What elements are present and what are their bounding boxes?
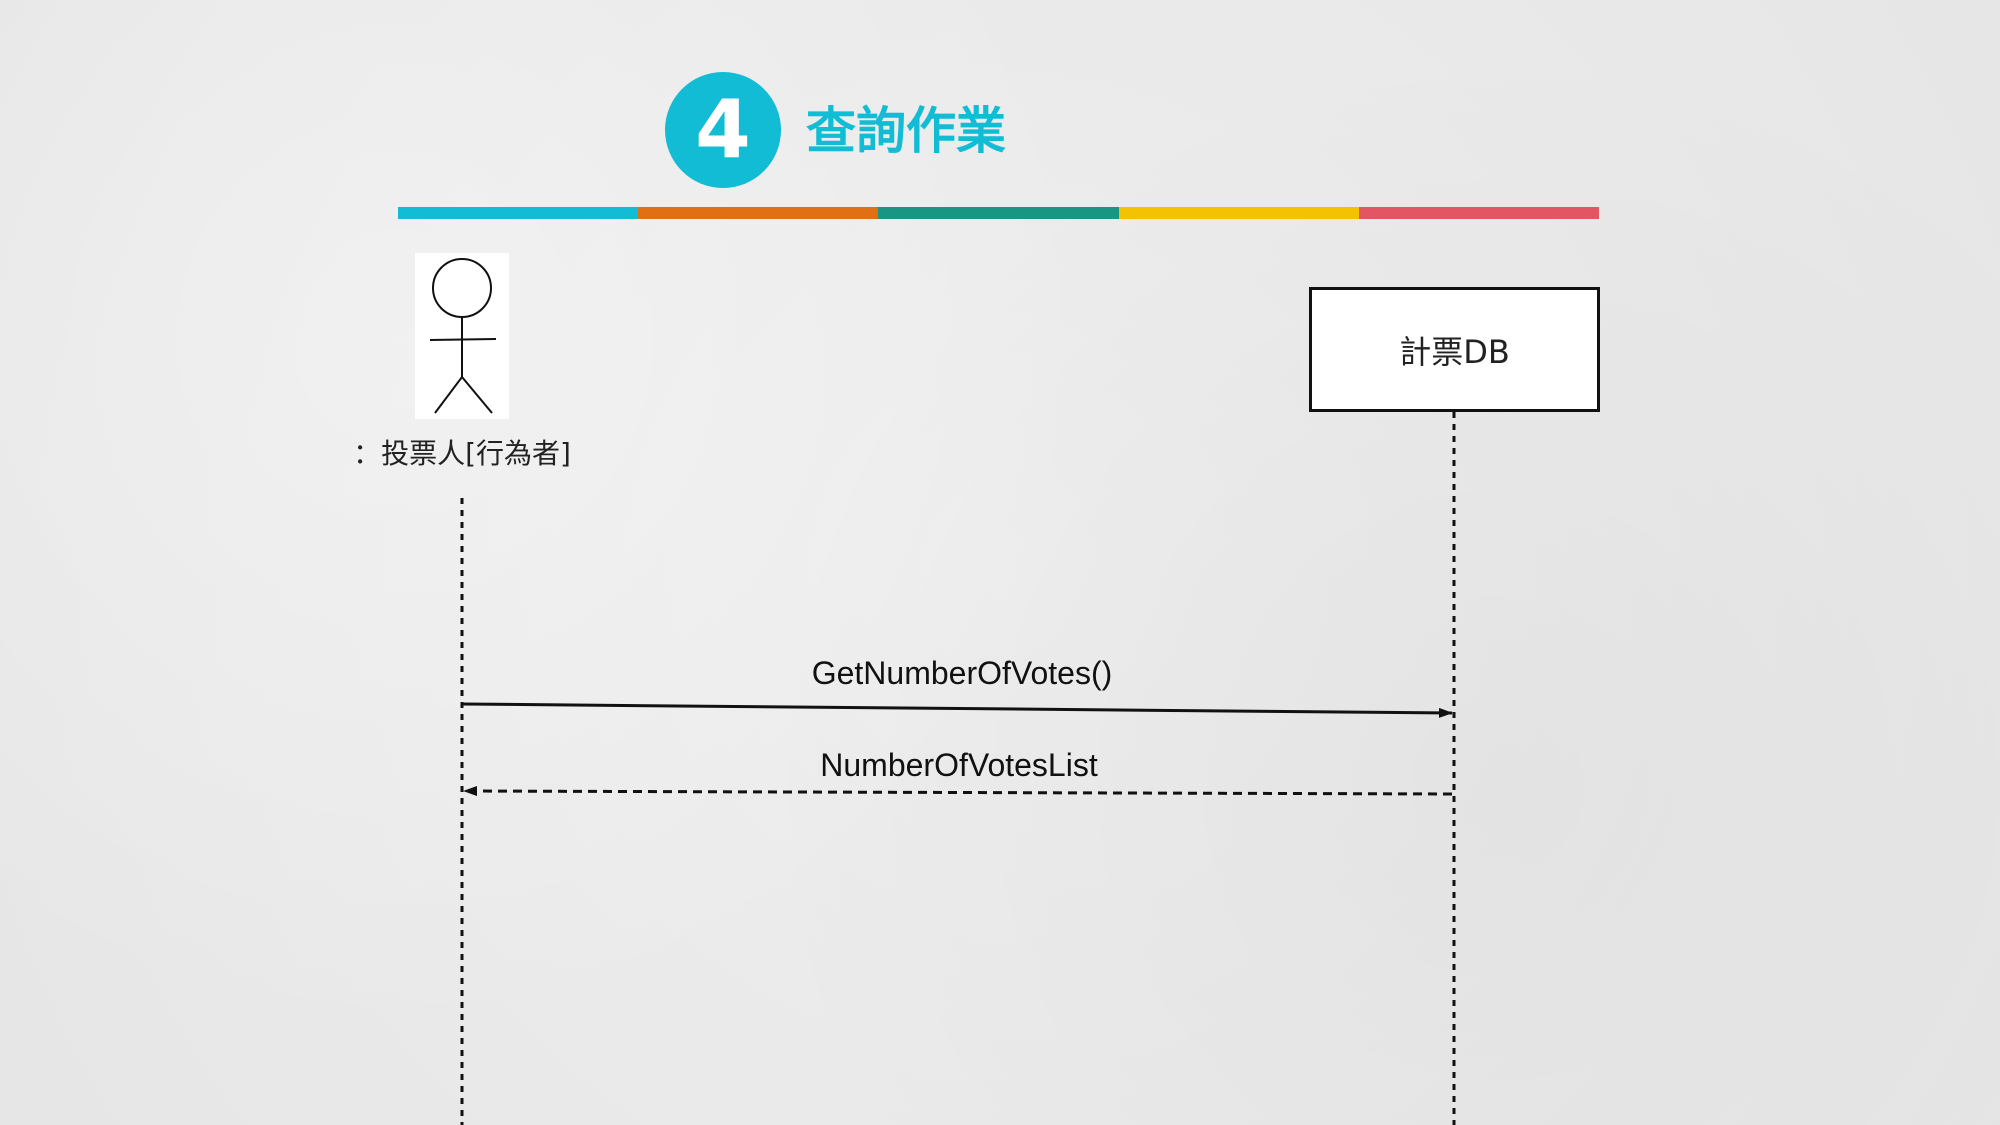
accent-segment-red xyxy=(1358,207,1600,219)
call-message-label: GetNumberOfVotes() xyxy=(811,655,1113,691)
accent-segment-teal xyxy=(878,207,1119,219)
object-label: 計票DB xyxy=(1399,332,1510,371)
section-number-badge: 4 xyxy=(665,72,781,188)
accent-segment-cyan xyxy=(398,207,639,219)
accent-color-bar xyxy=(398,207,1600,219)
actor-figure xyxy=(415,253,509,419)
return-message-arrow xyxy=(463,786,1453,797)
actor-label: ：投票人[行為者] xyxy=(353,437,571,470)
object-box: 計票DB xyxy=(1309,287,1600,412)
call-message-arrow xyxy=(461,702,1453,718)
slide-title: 查詢作業 xyxy=(806,102,1006,160)
return-message-label: NumberOfVotesList xyxy=(820,747,1098,783)
accent-segment-orange xyxy=(638,207,879,219)
accent-segment-yellow xyxy=(1118,207,1359,219)
stick-figure-icon xyxy=(429,258,497,414)
